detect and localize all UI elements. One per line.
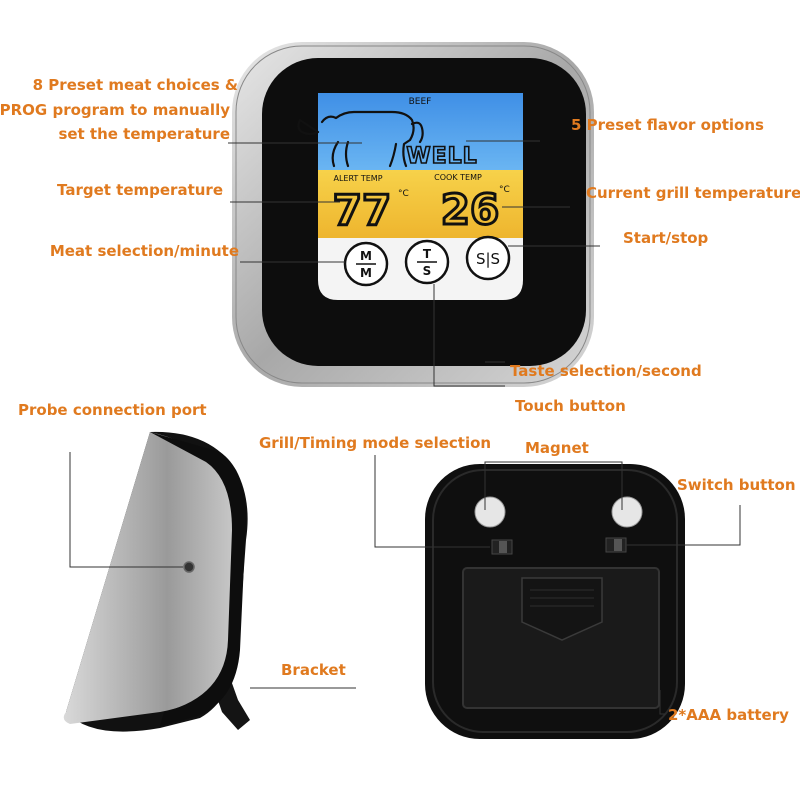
magnet-left (474, 496, 506, 528)
label-current: Current grill temperature (586, 184, 800, 202)
front-device: BEEF WELL ALERT TEMP COOK TEMP 77 26 °C … (232, 42, 594, 387)
mm-bottom: M (360, 266, 372, 280)
lcd-meat: BEEF (409, 97, 432, 107)
label-preset-meat-1: 8 Preset meat choices & (32, 76, 238, 94)
battery-latch (521, 577, 603, 641)
back-device (425, 464, 685, 739)
label-preset-meat-3: set the temperature (58, 125, 230, 143)
label-touch: Touch button (515, 397, 626, 415)
mm-top: M (360, 249, 372, 263)
label-battery: 2*AAA battery (668, 706, 789, 724)
ts-bottom: S (423, 264, 432, 278)
label-magnet: Magnet (525, 439, 589, 457)
ss-label: S|S (476, 250, 500, 268)
lcd-blue-panel (318, 93, 523, 170)
meat-minute-button[interactable]: M M (343, 241, 389, 287)
start-stop-button[interactable]: S|S (465, 235, 511, 281)
ts-top: T (423, 247, 432, 261)
label-target: Target temperature (57, 181, 223, 199)
leader-lines (69, 140, 741, 715)
cow-icon (297, 110, 424, 168)
label-start-stop: Start/stop (623, 229, 709, 247)
lcd-yellow-panel (318, 170, 523, 238)
label-flavor: 5 Preset flavor options (571, 116, 764, 134)
lcd-alert-unit: °C (398, 189, 409, 199)
side-bezel (63, 432, 237, 724)
lcd-cook-label: COOK TEMP (434, 173, 482, 182)
label-bracket: Bracket (281, 661, 346, 679)
label-probe: Probe connection port (18, 401, 207, 419)
label-switch: Switch button (677, 476, 796, 494)
side-device (63, 431, 250, 732)
label-meat-selection: Meat selection/minute (49, 242, 239, 260)
taste-second-button[interactable]: T S (404, 239, 450, 285)
lcd-doneness: WELL (406, 144, 477, 169)
probe-port (183, 561, 195, 573)
lcd-alert-value: 77 (333, 186, 391, 235)
magnet-right (611, 496, 643, 528)
label-preset-meat-2: PROG program to manually (0, 101, 230, 119)
lcd-alert-label: ALERT TEMP (333, 174, 382, 183)
lcd-cook-value: 26 (441, 185, 499, 234)
lcd-cook-unit: °C (499, 185, 510, 195)
label-taste: Taste selection/second (510, 362, 702, 380)
label-grill-mode: Grill/Timing mode selection (259, 434, 492, 452)
